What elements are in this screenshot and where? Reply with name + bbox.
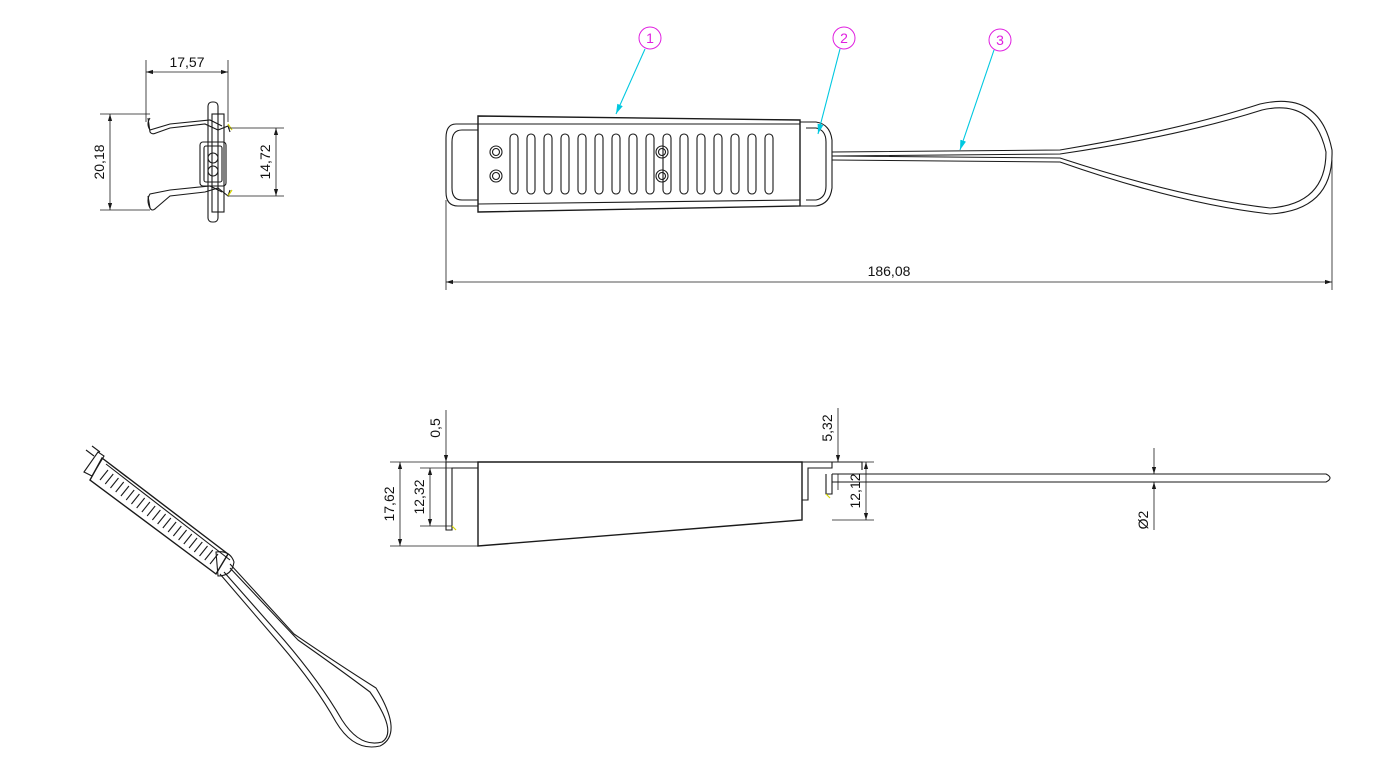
dim-wall-thickness: 0,5 [427,418,443,438]
grip-slot [730,133,740,195]
dim-tail-height: 12,12 [847,473,863,508]
dim-end-inner-height: 14,72 [257,144,273,179]
iso-grip-slot [120,485,130,497]
grip-slot [543,133,553,195]
isometric-view [83,445,392,748]
iso-grip-slot [193,541,203,553]
grip-slot [526,133,536,195]
dim-tail-offset: 5,32 [819,414,835,441]
iso-grip-slot [115,481,125,493]
iso-grip-slot [130,493,140,505]
grip-slot [509,133,519,195]
iso-grip-slot [188,537,198,549]
grip-slot [662,133,672,195]
iso-grip-slot [167,521,177,533]
grip-slots [509,133,774,195]
iso-grip-slot [157,513,167,525]
svg-text:2: 2 [840,30,848,46]
grip-slot [645,133,655,195]
grip-slot [764,133,774,195]
iso-grip-slot [125,489,135,501]
side-view: 0,5 17,62 12,32 5,32 12,12 Ø2 [381,408,1331,547]
grip-slot [713,133,723,195]
iso-grip-slot [162,517,172,529]
grip-slot [628,133,638,195]
iso-grip-slot [172,525,182,537]
balloon-1: 1 [615,26,662,115]
grip-slot [560,133,570,195]
balloon-3: 3 [959,28,1012,151]
iso-grip-slot [110,477,119,489]
dim-body-height: 17,62 [381,486,397,521]
iso-grip-slot [183,533,193,545]
svg-text:3: 3 [996,32,1004,48]
grip-slot [679,133,689,195]
dim-end-width: 17,57 [169,54,204,70]
iso-grip-slots [99,469,219,565]
grip-slot [747,133,757,195]
iso-grip-slot [178,529,188,541]
grip-slot [594,133,604,195]
iso-grip-slot [99,469,109,481]
iso-grip-slot [199,545,208,557]
iso-grip-slot [104,473,114,485]
grip-slot [611,133,621,195]
svg-text:1: 1 [646,30,654,46]
front-view: 1 2 3 186,08 [445,26,1333,290]
dim-end-height: 20,18 [91,144,107,179]
iso-grip-slot [151,509,161,521]
iso-grip-slot [146,505,156,517]
dim-body-inner-height: 12,32 [411,479,427,514]
dim-overall-length: 186,08 [868,263,911,279]
iso-grip-slot [136,497,146,509]
balloon-2: 2 [817,26,856,135]
grip-slot [696,133,706,195]
end-view: 17,57 20,18 14,72 [91,54,284,223]
iso-grip-slot [204,549,214,561]
dim-wire-diameter: Ø2 [1135,510,1151,529]
grip-slot [577,133,587,195]
iso-grip-slot [141,501,151,513]
